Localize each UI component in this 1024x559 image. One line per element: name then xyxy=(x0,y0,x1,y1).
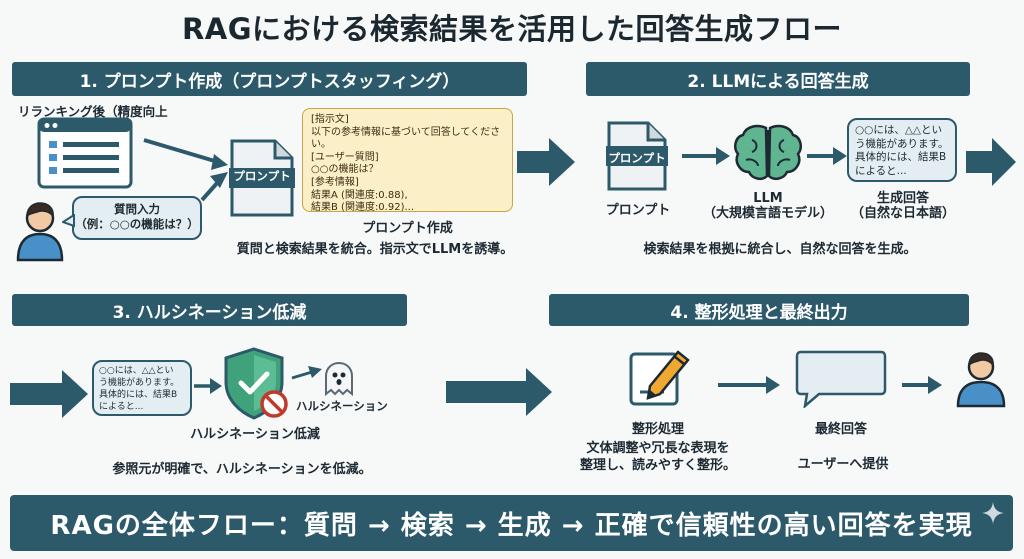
brain-icon xyxy=(734,124,802,181)
generated-answer-bubble: ○○には、△△とい う機能があります。 具体的には、結果B によると... xyxy=(847,118,957,182)
summary-banner: RAGの全体フロー：質問 → 検索 → 生成 → 正確で信頼性の高い回答を実現 xyxy=(10,495,1013,551)
arrow-right-icon xyxy=(291,366,322,380)
rerank-label: リランキング後（精度向上 xyxy=(18,104,168,119)
bubble-line: によると... xyxy=(99,402,144,412)
ghost-icon xyxy=(325,361,353,396)
flow-arrow-icon xyxy=(446,368,552,416)
llm-label-line: （大規模言語モデル） xyxy=(702,206,833,221)
user-person-icon xyxy=(16,202,64,262)
prompt-line: い。 xyxy=(311,139,331,151)
answer-line: 具体的には、結果B xyxy=(855,151,947,163)
user-provide-label: ユーザーへ提供 xyxy=(797,457,889,472)
bubble-line: 具体的には、結果B xyxy=(99,390,178,400)
prompt-line: 以下の参考情報に基づいて回答してくださ xyxy=(311,126,501,138)
question-bubble-line: 質問入力 xyxy=(114,202,160,216)
prompt-line: [参考情報] xyxy=(311,176,359,188)
final-answer-label: 最終回答 xyxy=(814,422,867,437)
llm-prompt-label: プロンプト xyxy=(605,203,671,218)
sparkle-icon xyxy=(982,502,1004,524)
shield-label: ハルシネーション低減 xyxy=(190,427,320,442)
arrow-right-icon xyxy=(807,147,847,165)
hallucination-answer-bubble: ○○には、△△とい う機能があります。 具体的には、結果B によると... xyxy=(92,360,192,416)
question-bubble-line: （例：○○の機能は？） xyxy=(75,217,199,231)
llm-label-line: LLM xyxy=(753,191,783,206)
end-user-person-icon xyxy=(956,352,1006,408)
prompt-content-bubble: [指示文] 以下の参考情報に基づいて回答してくださ い。 [ユーザー質問] ○○… xyxy=(302,108,513,214)
section-header-prompt: 1. プロンプト作成（プロンプトスタッフィング） xyxy=(12,62,527,96)
format-desc: 文体調整や冗長な表現を 整理し、読みやすく整形。 xyxy=(570,440,746,474)
flow-arrow-icon xyxy=(966,138,1016,186)
answer-label: 生成回答 （自然な日本語） xyxy=(838,191,968,221)
llm-prompt-box-label: プロンプト xyxy=(608,151,666,165)
final-answer-bubble-icon xyxy=(795,350,887,408)
edit-pencil-icon xyxy=(629,350,690,406)
answer-line: う機能があります。 xyxy=(855,137,949,150)
arrow-right-icon xyxy=(682,147,730,165)
prompt-line: [ユーザー質問] xyxy=(311,151,379,163)
answer-label-line: （自然な日本語） xyxy=(850,206,955,221)
answer-line: によると... xyxy=(855,164,907,177)
llm-label: LLM （大規模言語モデル） xyxy=(700,191,836,221)
arrow-right-icon xyxy=(902,376,942,394)
flow-arrow-icon xyxy=(517,138,575,186)
prompt-line: ○○の機能は？ xyxy=(311,164,379,176)
llm-input-document-icon xyxy=(606,121,668,191)
ghost-label: ハルシネーション xyxy=(296,399,388,413)
shield-check-icon xyxy=(224,347,288,420)
section-header-formatting: 4. 整形処理と最終出力 xyxy=(549,294,969,326)
llm-caption-desc: 検索結果を根拠に統合し、自然な回答を生成。 xyxy=(643,242,917,257)
section-header-hallucination: 3. ハルシネーション低減 xyxy=(12,294,407,326)
prompt-caption-title: プロンプト作成 xyxy=(362,221,453,236)
answer-label-line: 生成回答 xyxy=(876,191,929,206)
prompt-line: 結果B (関連度:0.92)... xyxy=(311,202,415,214)
bubble-tail-icon xyxy=(62,214,75,228)
format-desc-line: 整理し、読みやすく整形。 xyxy=(579,458,736,473)
bubble-line: う機能があります。 xyxy=(99,378,180,388)
page-title: RAGにおける検索結果を活用した回答生成フロー xyxy=(181,12,843,46)
answer-line: ○○には、△△とい xyxy=(855,124,942,136)
prompt-line: [指示文] xyxy=(311,114,349,125)
prompt-caption-desc: 質問と検索結果を統合。指示文でLLMを誘導。 xyxy=(236,242,514,257)
bubble-line: ○○には、△△とい xyxy=(99,366,174,376)
flow-arrow-icon xyxy=(10,370,88,418)
merge-arrows-icon xyxy=(143,138,228,202)
section-header-llm: 2. LLMによる回答生成 xyxy=(586,62,970,96)
prompt-doc-label: プロンプト xyxy=(233,169,291,183)
prompt-document-icon xyxy=(229,139,295,217)
hallucination-caption-desc: 参照元が明確で、ハルシネーションを低減。 xyxy=(112,462,372,477)
format-desc-line: 文体調整や冗長な表現を xyxy=(586,441,730,456)
arrow-right-icon xyxy=(718,376,780,394)
prompt-line: 結果A (関連度:0.88), xyxy=(311,189,408,201)
ranked-list-icon xyxy=(37,117,133,189)
format-label: 整形処理 xyxy=(631,422,684,437)
arrow-right-icon xyxy=(194,378,222,394)
